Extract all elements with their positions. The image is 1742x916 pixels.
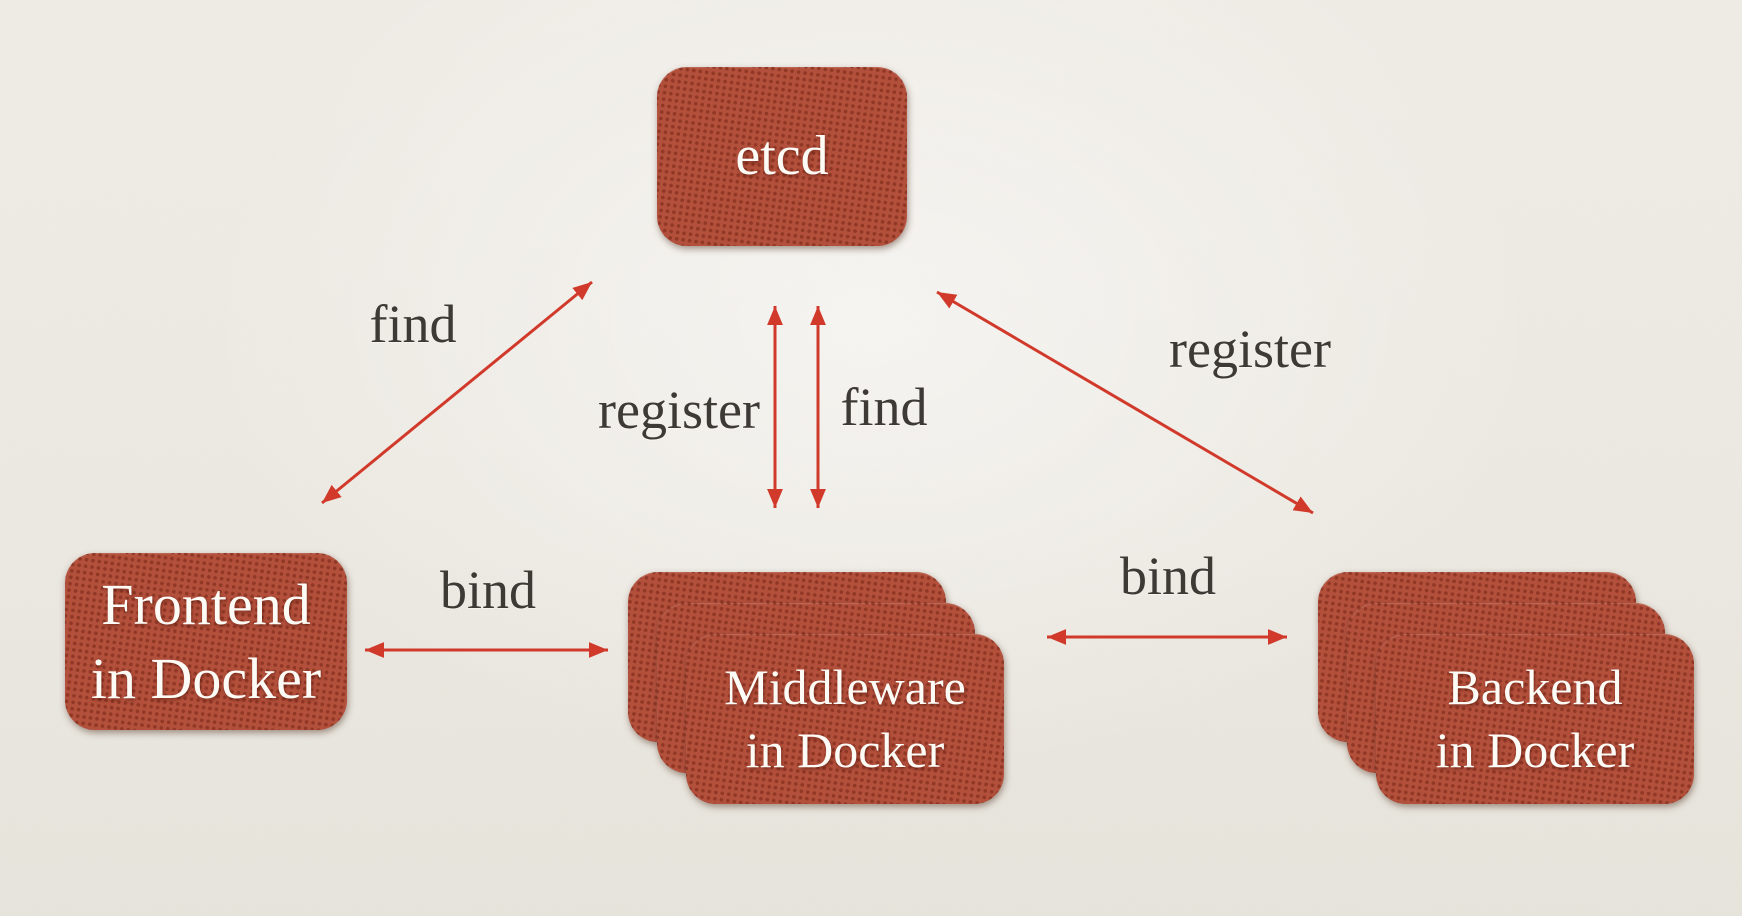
edge-label-find-middleware-etcd: find xyxy=(840,377,928,437)
node-etcd-label: etcd xyxy=(657,67,907,246)
edge-frontend-etcd xyxy=(321,280,593,505)
node-etcd: etcd xyxy=(657,67,907,246)
node-middleware-stack: Middleware in Docker xyxy=(628,572,1005,804)
node-backend-card-front: Backend in Docker xyxy=(1376,634,1694,804)
node-label-line: in Docker xyxy=(1435,722,1635,778)
node-backend-stack: Backend in Docker xyxy=(1318,572,1695,804)
node-frontend-label: Frontend in Docker xyxy=(65,553,347,730)
node-middleware-label: Middleware in Docker xyxy=(686,634,1004,804)
node-middleware-card-front: Middleware in Docker xyxy=(686,634,1004,804)
node-label-line: etcd xyxy=(735,125,829,188)
node-label-line: Middleware xyxy=(724,659,966,715)
edge-label-find-frontend-etcd: find xyxy=(369,294,457,354)
edge-label-bind-frontend-middleware: bind xyxy=(439,560,537,620)
edge-label-register-backend-etcd: register xyxy=(1169,319,1331,379)
node-label-line: in Docker xyxy=(745,722,945,778)
edge-label-bind-middleware-backend: bind xyxy=(1119,546,1217,606)
node-frontend: Frontend in Docker xyxy=(65,553,347,730)
node-label-line: in Docker xyxy=(90,645,322,711)
node-label-line: Frontend xyxy=(101,572,311,638)
node-backend-label: Backend in Docker xyxy=(1376,634,1694,804)
edge-label-register-middleware-etcd: register xyxy=(598,380,760,440)
node-label-line: Backend xyxy=(1447,659,1623,715)
